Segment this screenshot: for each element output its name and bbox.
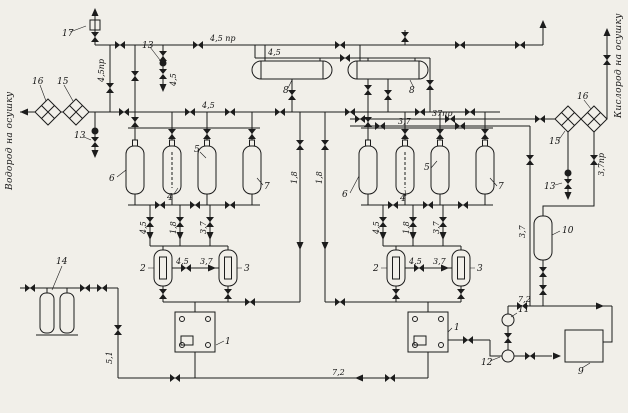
component-number-1-right: 1: [454, 323, 460, 333]
component-number-2-right: 2: [372, 264, 379, 274]
heat-exchanger-16-right-icon: [580, 105, 608, 133]
component-number-14: 14: [56, 257, 68, 267]
pipe-label-37-right: 3,7: [518, 224, 527, 238]
component-number-13-right: 13: [544, 182, 556, 192]
regulator-13-right-icon: [563, 169, 573, 190]
vessel-3-right-icon: [451, 249, 471, 287]
regulator-13-left-icon: [90, 127, 100, 148]
pipe-label-18-drain-left: 1,8: [169, 221, 178, 234]
device-17-icon: [89, 19, 101, 31]
pipe-label-37-sep-right: 3,7: [433, 257, 447, 266]
pipe-label-72-bottom: 7,2: [332, 368, 345, 377]
vessel-7-left-icon: [242, 139, 262, 195]
heat-exchanger-15-right-icon: [554, 105, 582, 133]
regulator-13-top-icon: [158, 59, 168, 80]
component-number-16-left: 16: [32, 77, 44, 87]
component-number-12: 12: [481, 358, 493, 368]
component-number-7-left: 7: [264, 182, 270, 192]
component-number-8-left: 8: [283, 86, 289, 96]
caption-hydrogen-outlet: Водород на осушку: [5, 91, 15, 191]
pipe-label-72-right: 7,2: [518, 295, 531, 304]
component-number-1-left: 1: [225, 337, 231, 347]
vessel-6-left-icon: [125, 139, 145, 195]
vessel-6-right-icon: [358, 139, 378, 195]
pipe-label-45-drain-left: 4,5: [139, 221, 148, 235]
pipe-label-37-main: 3,7: [398, 117, 412, 126]
vessel-7-right-icon: [475, 139, 495, 195]
component-number-9: 9: [578, 367, 584, 377]
component-number-3-right: 3: [477, 264, 483, 274]
cylinder-14-a-icon: [39, 292, 55, 334]
component-number-2-left: 2: [139, 264, 146, 274]
heat-exchanger-15-left-icon: [62, 98, 90, 126]
component-number-11: 11: [518, 305, 529, 315]
label-leader-lines: [39, 25, 592, 369]
receiver-8-left-icon: [251, 60, 333, 80]
component-number-7-right: 7: [498, 182, 504, 192]
component-number-13-left: 13: [74, 131, 86, 141]
pipe-label-18-drain-right: 1,8: [402, 221, 411, 234]
electrolyzer-1-right-icon: [407, 311, 449, 353]
component-number-10: 10: [562, 226, 574, 236]
component-number-16-right: 16: [577, 92, 589, 102]
pipe-label-45-vert: 4,5: [169, 73, 178, 87]
receiver-8-right-icon: [347, 60, 429, 80]
component-number-13-top: 13: [142, 41, 154, 51]
pipe-label-45-sep-right: 4,5: [408, 257, 422, 266]
component-number-4-right: 4: [399, 194, 406, 204]
pipe-label-45-drain-right: 4,5: [372, 221, 381, 235]
heat-exchanger-16-left-icon: [34, 98, 62, 126]
pipe-label-18-riser-b: 1,8: [315, 171, 324, 184]
apparatus-9-icon: [564, 329, 604, 363]
component-number-15-left: 15: [57, 77, 69, 87]
pipe-label-45-top: 4,5: [267, 48, 281, 57]
pipe-label-51: 5,1: [105, 351, 114, 364]
component-number-3-left: 3: [244, 264, 250, 274]
pipe-label-45-sep-left: 4,5: [175, 257, 189, 266]
cylinder-14-b-icon: [59, 292, 75, 334]
pipe-label-45pr-left: 4,5пр: [97, 59, 106, 83]
component-number-8-right: 8: [409, 86, 415, 96]
component-number-6-left: 6: [109, 174, 115, 184]
component-number-4-left: 4: [166, 193, 173, 203]
pipe-label-37-drain-right: 3,7: [432, 220, 441, 234]
pipe-label-37-sep-left: 3,7: [200, 257, 214, 266]
pipe-label-45-main: 4,5: [201, 101, 215, 110]
caption-oxygen-outlet: Кислород на осушку: [614, 13, 624, 119]
pipe-label-45pr-top: 4,5 пр: [209, 34, 236, 43]
pump-11-icon: [501, 313, 515, 327]
vessel-2-right-icon: [386, 249, 406, 287]
vessel-2-left-icon: [153, 249, 173, 287]
vessel-5-right-icon: [430, 139, 450, 195]
electrolyzer-1-left-icon: [174, 311, 216, 353]
pipe-label-37pr-right: 3,7пр: [597, 153, 606, 176]
pump-12-icon: [501, 349, 515, 363]
component-number-5-left: 5: [194, 145, 200, 155]
pipe-label-37pr-main: 37пр: [432, 109, 452, 118]
pipe-label-37-drain-left: 3,7: [199, 220, 208, 234]
component-number-5-right: 5: [424, 163, 430, 173]
vessel-5-left-icon: [197, 139, 217, 195]
vessel-3-left-icon: [218, 249, 238, 287]
vessel-10-icon: [533, 215, 553, 261]
component-number-17: 17: [62, 29, 74, 39]
component-number-15-right: 15: [549, 137, 561, 147]
component-number-6-right: 6: [342, 190, 348, 200]
pipe-label-18-riser-a: 1,8: [290, 171, 299, 184]
